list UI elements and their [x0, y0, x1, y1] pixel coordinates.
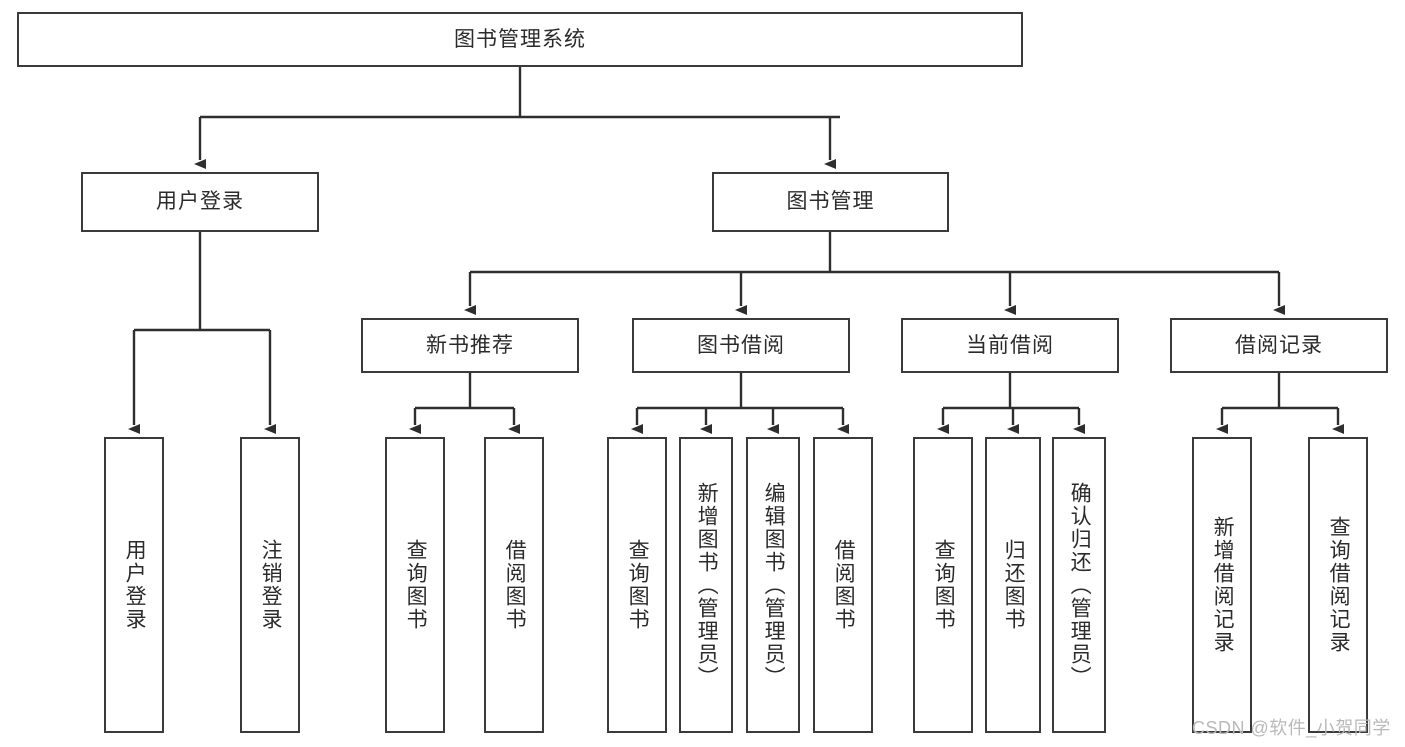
node-leaf-query-book-3-label: 查询图书: [932, 539, 956, 631]
node-current-borrow-label: 当前借阅: [966, 333, 1054, 357]
node-leaf-add-book[interactable]: 新增图书（管理员）: [679, 437, 733, 733]
node-leaf-user-login-label: 用户登录: [123, 539, 147, 631]
node-leaf-edit-book[interactable]: 编辑图书（管理员）: [746, 437, 800, 733]
node-leaf-add-book-label: 新增图书（管理员）: [695, 481, 719, 689]
edge-book-manage-to-level2: [464, 232, 1285, 315]
node-user-login-label: 用户登录: [156, 190, 244, 214]
node-leaf-query-book-2-label: 查询图书: [626, 539, 650, 631]
node-leaf-borrow-book-2[interactable]: 借阅图书: [813, 437, 873, 733]
node-leaf-return-book-label: 归还图书: [1002, 539, 1026, 631]
node-root[interactable]: 图书管理系统: [17, 12, 1023, 67]
node-new-book-recommend-label: 新书推荐: [426, 333, 514, 357]
node-borrow-record-label: 借阅记录: [1235, 333, 1323, 357]
node-book-borrow-label: 图书借阅: [697, 333, 785, 357]
edge-current-borrow-to-leaves: [937, 373, 1085, 434]
node-leaf-borrow-book-1-label: 借阅图书: [503, 539, 527, 631]
node-leaf-query-record-label: 查询借阅记录: [1327, 516, 1351, 654]
node-leaf-query-record[interactable]: 查询借阅记录: [1308, 437, 1368, 733]
node-borrow-record[interactable]: 借阅记录: [1170, 318, 1388, 373]
node-leaf-borrow-book-1[interactable]: 借阅图书: [484, 437, 544, 733]
node-leaf-confirm-return[interactable]: 确认归还（管理员）: [1052, 437, 1106, 733]
node-user-login[interactable]: 用户登录: [81, 172, 319, 232]
node-leaf-query-book-1[interactable]: 查询图书: [385, 437, 445, 733]
node-leaf-query-book-3[interactable]: 查询图书: [913, 437, 973, 733]
edge-book-borrow-to-leaves: [631, 373, 849, 434]
node-book-borrow[interactable]: 图书借阅: [632, 318, 850, 373]
node-leaf-user-login[interactable]: 用户登录: [104, 437, 164, 733]
node-root-label: 图书管理系统: [454, 27, 586, 51]
node-leaf-user-logout[interactable]: 注销登录: [240, 437, 300, 733]
node-leaf-user-logout-label: 注销登录: [259, 539, 283, 631]
node-book-manage[interactable]: 图书管理: [712, 172, 949, 232]
node-leaf-query-book-1-label: 查询图书: [404, 539, 428, 631]
csdn-watermark: CSDN @软件_小贺同学: [1192, 718, 1391, 738]
node-leaf-add-record-label: 新增借阅记录: [1211, 516, 1235, 654]
edge-user-login-to-leaves: [128, 232, 276, 434]
node-leaf-confirm-return-label: 确认归还（管理员）: [1068, 481, 1092, 689]
node-leaf-add-record[interactable]: 新增借阅记录: [1192, 437, 1252, 733]
node-leaf-borrow-book-2-label: 借阅图书: [832, 539, 856, 631]
node-leaf-query-book-2[interactable]: 查询图书: [607, 437, 667, 733]
edge-new-book-recommend-to-leaves: [409, 373, 520, 434]
node-leaf-edit-book-label: 编辑图书（管理员）: [762, 481, 786, 689]
edge-root-to-level1: [194, 67, 840, 169]
node-leaf-return-book[interactable]: 归还图书: [985, 437, 1041, 733]
node-current-borrow[interactable]: 当前借阅: [901, 318, 1119, 373]
node-book-manage-label: 图书管理: [786, 190, 875, 214]
edge-borrow-record-to-leaves: [1216, 373, 1344, 434]
node-new-book-recommend[interactable]: 新书推荐: [361, 318, 579, 373]
